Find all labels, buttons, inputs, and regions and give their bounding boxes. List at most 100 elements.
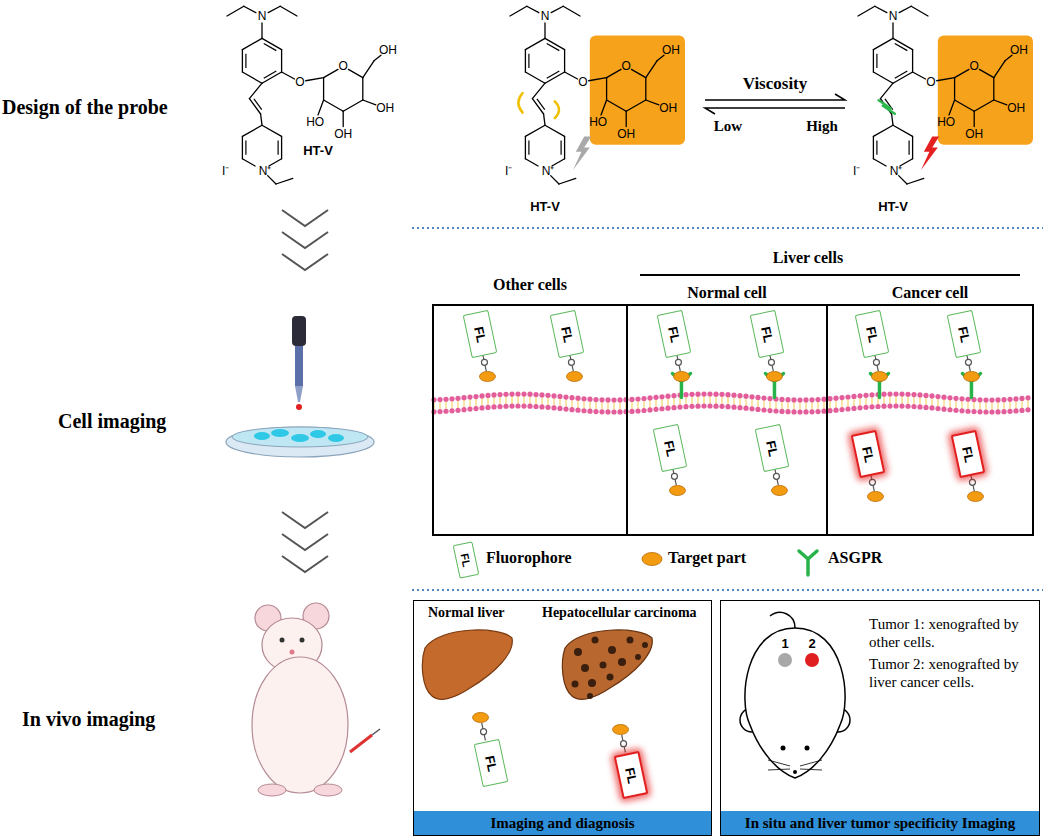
chemical-bond: [510, 6, 527, 16]
chemical-bond: [607, 69, 621, 77]
lipid-head: [707, 403, 712, 408]
lipid-head: [941, 395, 946, 400]
lipid-head: [983, 409, 988, 414]
lipid-tail: [950, 400, 951, 408]
linker-joint: [481, 729, 487, 735]
lipid-head: [617, 409, 622, 414]
lipid-tail: [776, 401, 777, 409]
linker-joint: [671, 473, 677, 479]
tumor-number: 1: [781, 636, 788, 651]
caption-banner: Imaging and diagnosis: [414, 811, 711, 835]
atom-label: O: [926, 75, 935, 89]
lipid-head: [809, 409, 814, 414]
lipid-head: [659, 406, 664, 411]
lipid-tail: [992, 402, 993, 410]
double-bond: [528, 54, 529, 68]
chemical-bond: [242, 50, 243, 72]
pipette-dish-icon: [295, 386, 303, 402]
pipette-dish-icon: [310, 430, 326, 438]
lipid-tail: [1010, 401, 1011, 409]
double-bond: [537, 99, 545, 110]
fluorophore-box: FL: [453, 541, 480, 578]
lipid-tail: [668, 398, 669, 406]
lipid-tail: [986, 402, 987, 410]
liver-illustration: [618, 658, 626, 666]
sugar-highlight: [938, 36, 1033, 145]
liver-illustration: [422, 630, 652, 699]
fluorophore-label: FL: [459, 552, 474, 568]
lipid-head: [935, 406, 940, 411]
lipid-head: [791, 397, 796, 402]
chemical-bond: [911, 6, 928, 16]
chemical-bond: [893, 125, 913, 136]
lipid-head: [707, 391, 712, 396]
lipid-head: [671, 405, 676, 410]
liver-illustration: [607, 674, 614, 681]
lipid-head: [899, 391, 904, 396]
target-part: [766, 372, 782, 382]
atom-label: OH: [379, 43, 397, 57]
linker: [572, 365, 573, 371]
lipid-tail: [806, 402, 807, 410]
lipid-tail: [506, 396, 507, 404]
chevrons: [282, 210, 328, 572]
chemical-bond: [974, 100, 994, 111]
stage-heading: Cell imaging: [58, 410, 166, 433]
target-part: [771, 486, 787, 496]
lipid-head: [731, 393, 736, 398]
fluorophore-label: FL: [661, 439, 679, 458]
chemical-bond: [281, 136, 282, 158]
lipid-head: [743, 406, 748, 411]
lipid-head: [887, 403, 892, 408]
chemical-bond: [525, 50, 526, 72]
chemical-bond: [261, 114, 262, 125]
lipid-head: [449, 408, 454, 413]
target-part: [967, 492, 983, 502]
compound-name: HT-V: [303, 143, 333, 158]
lipid-tail: [638, 401, 639, 409]
atom-label: OH: [659, 101, 677, 115]
lipid-head: [719, 404, 724, 409]
lipid-head: [1025, 395, 1030, 400]
chemical-bond: [873, 38, 893, 49]
lipid-tail: [938, 399, 939, 407]
lipid-head: [1007, 397, 1012, 402]
atom-label: HO: [306, 115, 324, 129]
atom-label: O: [622, 59, 631, 73]
lipid-tail: [980, 402, 981, 410]
linker-joint: [773, 473, 779, 479]
chemical-bond: [532, 83, 545, 98]
chemical-bond: [913, 72, 926, 79]
lipid-head: [851, 406, 856, 411]
double-bond: [908, 140, 909, 154]
lipid-head: [605, 397, 610, 402]
lipid-head: [629, 397, 634, 402]
chemical-bond: [363, 100, 376, 105]
lipid-head: [869, 404, 874, 409]
lipid-head: [611, 397, 616, 402]
fluorophore-label: FL: [471, 325, 489, 344]
chemical-bond: [564, 50, 565, 72]
lipid-head: [443, 409, 448, 414]
fluorescence-bolt: [573, 136, 591, 170]
chemical-bond: [626, 100, 646, 111]
tumor-mouse-outline: [770, 612, 795, 628]
lipid-head: [839, 407, 844, 412]
lipid-head: [515, 391, 520, 396]
lipid-head: [617, 397, 622, 402]
chemical-bond: [281, 50, 282, 72]
lipid-head: [749, 406, 754, 411]
lipid-head: [503, 404, 508, 409]
atom-label: OH: [1007, 101, 1025, 115]
linker: [877, 365, 878, 371]
chemical-bond: [873, 125, 893, 136]
legend-text: Target part: [668, 549, 746, 567]
cell-panel: Cancer cellFLFLFLFL: [826, 304, 1034, 536]
lipid-head: [455, 396, 460, 401]
lipid-tail: [830, 401, 831, 409]
dotted-separator: [412, 228, 1043, 590]
lipid-tail: [488, 397, 489, 405]
chemical-bond: [626, 111, 627, 126]
lipid-tail: [962, 401, 963, 409]
lipid-head: [887, 391, 892, 396]
